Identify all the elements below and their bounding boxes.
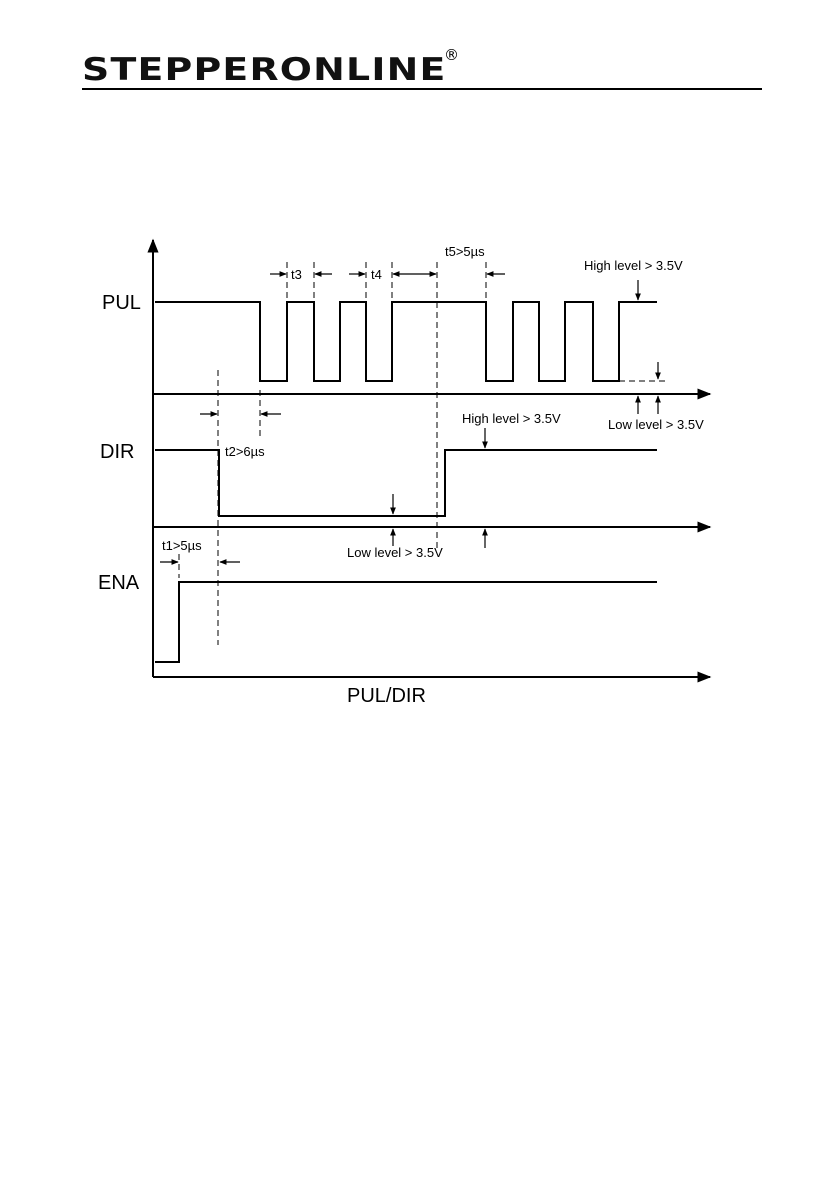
pul-low-level-label: Low level > 3.5V (608, 417, 704, 432)
dir-high-level-label: High level > 3.5V (462, 411, 561, 426)
t5-label: t5>5µs (445, 244, 485, 259)
ena-label: ENA (98, 572, 140, 594)
t3-label: t3 (291, 267, 302, 282)
t1-label: t1>5µs (162, 538, 202, 553)
pul-waveform (155, 302, 657, 381)
x-axis-label: PUL/DIR (347, 685, 426, 707)
dir-label: DIR (100, 441, 134, 463)
pul-high-level-label: High level > 3.5V (584, 258, 683, 273)
t4-label: t4 (371, 267, 382, 282)
pul-label: PUL (102, 292, 141, 314)
dir-waveform (155, 450, 657, 516)
ena-waveform (155, 582, 657, 662)
t2-label: t2>6µs (225, 444, 265, 459)
dir-low-level-label: Low level > 3.5V (347, 545, 443, 560)
